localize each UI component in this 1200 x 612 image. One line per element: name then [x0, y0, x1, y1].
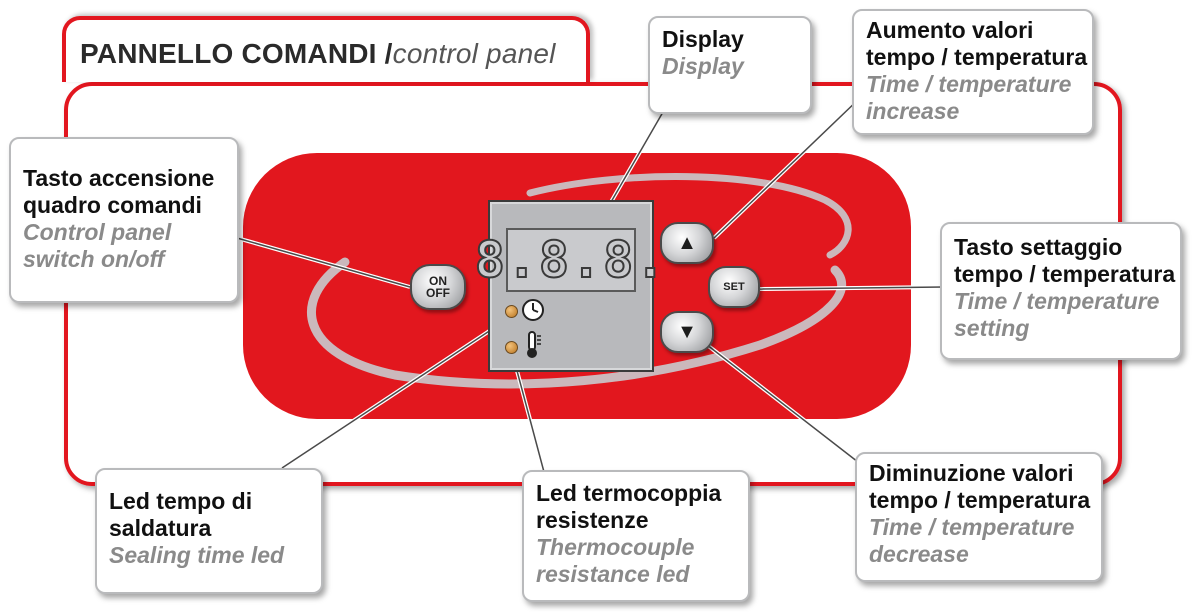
title-tab: PANNELLO COMANDI /control panel [62, 16, 590, 82]
thermometer-icon [527, 331, 541, 358]
clock-icon [522, 299, 544, 321]
title-english: control panel [392, 38, 556, 69]
arrow-up-icon: ▲ [677, 232, 697, 254]
callout-thermo-it1: Led termocoppia [536, 480, 722, 506]
callout-set-it2: tempo / temperatura [954, 261, 1176, 287]
increase-button[interactable]: ▲ [660, 222, 714, 264]
sealing-time-led [505, 305, 518, 318]
callout-decrease-en2: decrease [869, 541, 969, 567]
callout-increase-it1: Aumento valori [866, 17, 1034, 43]
callout-set-en2: setting [954, 315, 1030, 341]
callout-onoff-en2: switch on/off [23, 246, 165, 272]
callout-thermo-en2: resistance led [536, 561, 690, 587]
callout-thermo-en1: Thermocouple [536, 534, 695, 560]
set-button[interactable]: SET [708, 266, 760, 308]
callout-onoff-it2: quadro comandi [23, 192, 202, 218]
callout-sealing-it1: Led tempo di [109, 488, 253, 514]
off-label: OFF [426, 286, 450, 300]
callout-onoff-en1: Control panel [23, 219, 172, 245]
callout-sealing-led: Led tempo di saldatura Sealing time led [95, 468, 323, 594]
callout-on-off: Tasto accensione quadro comandi Control … [9, 137, 239, 303]
callout-sealing-it2: saldatura [109, 515, 212, 541]
callout-increase: Aumento valori tempo / temperatura Time … [852, 9, 1094, 135]
decrease-button[interactable]: ▼ [660, 311, 714, 353]
title-italian: PANNELLO COMANDI / [80, 38, 393, 69]
on-label: ON [429, 274, 447, 288]
arrow-down-icon: ▼ [677, 321, 697, 343]
callout-set: Tasto settaggio tempo / temperatura Time… [940, 222, 1182, 360]
display-digits: 8.8.8. [474, 230, 668, 290]
callout-increase-en1: Time / temperature [866, 71, 1072, 97]
callout-thermo-it2: resistenze [536, 507, 649, 533]
thermocouple-led [505, 341, 518, 354]
callout-increase-en2: increase [866, 98, 960, 124]
callout-display: Display Display [648, 16, 812, 114]
callout-display-it: Display [662, 26, 744, 52]
on-off-button[interactable]: ON OFF [410, 264, 466, 310]
callout-set-it1: Tasto settaggio [954, 234, 1123, 260]
seven-segment-display: 8.8.8. [474, 228, 666, 292]
callout-onoff-it1: Tasto accensione [23, 165, 215, 191]
callout-display-en: Display [662, 53, 744, 79]
callout-decrease: Diminuzione valori tempo / temperatura T… [855, 452, 1103, 582]
callout-decrease-en1: Time / temperature [869, 514, 1075, 540]
callout-thermocouple-led: Led termocoppia resistenze Thermocouple … [522, 470, 750, 602]
callout-decrease-it1: Diminuzione valori [869, 460, 1074, 486]
callout-decrease-it2: tempo / temperatura [869, 487, 1091, 513]
on-off-label: ON OFF [426, 275, 450, 299]
page-title: PANNELLO COMANDI /control panel [80, 38, 556, 70]
callout-set-en1: Time / temperature [954, 288, 1160, 314]
callout-increase-it2: tempo / temperatura [866, 44, 1088, 70]
set-label: SET [723, 281, 745, 293]
callout-sealing-en1: Sealing time led [109, 542, 285, 568]
